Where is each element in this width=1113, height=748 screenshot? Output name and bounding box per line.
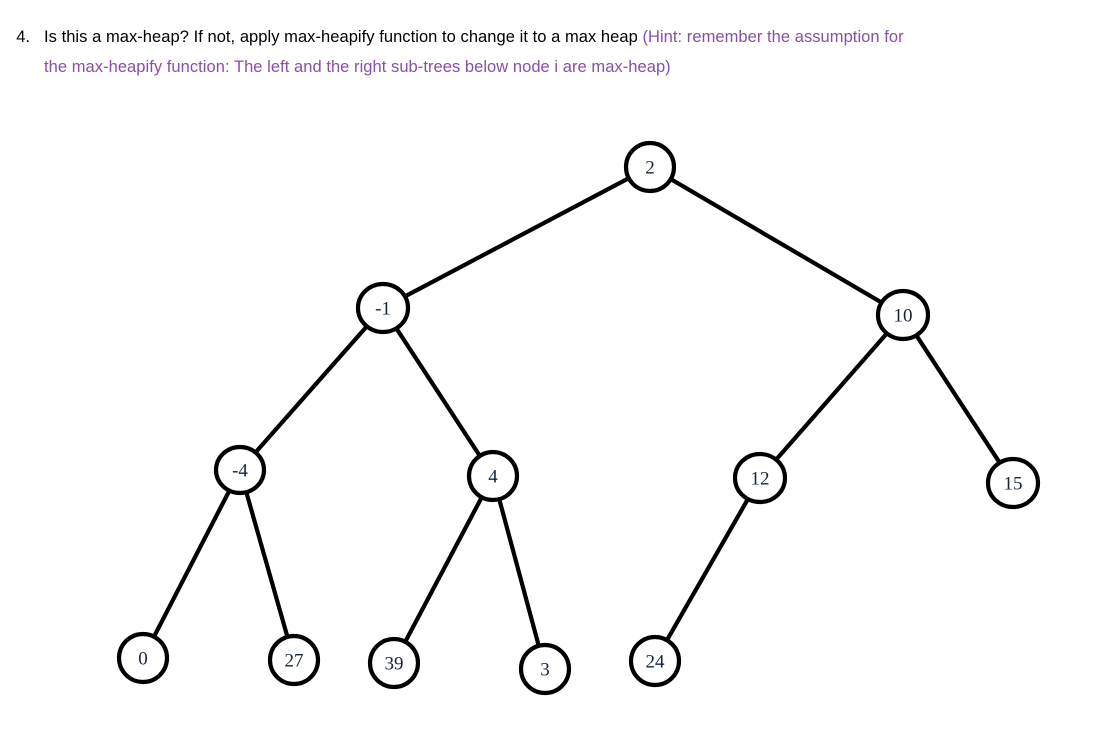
tree-node-circle (267, 633, 321, 687)
tree-edge (772, 329, 891, 464)
tree-node-label: 3 (540, 660, 550, 681)
tree-node-label: 0 (138, 649, 148, 670)
tree-node-circle (732, 451, 788, 505)
tree-node-label: 12 (751, 469, 770, 490)
tree-node-label: -1 (375, 299, 391, 320)
tree-edge (663, 495, 751, 645)
tree-node: 0 (116, 631, 170, 685)
tree-node-circle (518, 642, 572, 696)
tree-node: 3 (518, 642, 572, 696)
tree-node: -4 (213, 444, 267, 496)
tree-node: 24 (628, 634, 682, 688)
tree-edge (400, 175, 633, 300)
tree-node-circle (628, 634, 682, 688)
question-block: 4. Is this a max-heap? If not, apply max… (0, 0, 1113, 82)
tree-node-circle (355, 281, 411, 335)
question-row: 4. Is this a max-heap? If not, apply max… (0, 22, 1113, 82)
binary-tree-figure: 2 -1 10 -4 4 12 15 0 27 39 3 24 (0, 118, 1113, 748)
tree-edge (150, 487, 233, 641)
tree-node-circle (985, 456, 1041, 510)
tree-node: 10 (875, 288, 931, 342)
tree-edge (913, 331, 1003, 467)
tree-node-label: 24 (646, 652, 666, 673)
tree-node-circle (623, 140, 677, 194)
tree-node-label: 4 (488, 467, 498, 488)
tree-edge (252, 322, 371, 456)
tree-node: 2 (623, 140, 677, 194)
binary-tree-svg: 2 -1 10 -4 4 12 15 0 27 39 3 24 (116, 140, 1041, 696)
edge-layer (150, 175, 1003, 650)
tree-node: 4 (466, 449, 520, 503)
tree-edge (243, 488, 291, 641)
tree-edge (496, 495, 542, 650)
tree-node-label: 10 (894, 306, 913, 327)
question-number: 4. (16, 28, 30, 46)
tree-node: -1 (355, 281, 411, 335)
tree-edge (393, 324, 484, 460)
tree-node: 12 (732, 451, 788, 505)
tree-edge (666, 176, 886, 306)
question-segment-prompt: Is this a max-heap? If not, apply max-he… (44, 28, 643, 46)
question-text: Is this a max-heap? If not, apply max-he… (44, 22, 924, 82)
tree-node-circle (466, 449, 520, 503)
tree-node-label: 15 (1004, 474, 1023, 495)
tree-node: 27 (267, 633, 321, 687)
tree-node-label: 2 (645, 158, 655, 179)
tree-node-label: -4 (232, 461, 248, 482)
tree-node-label: 39 (385, 654, 404, 675)
tree-node-circle (367, 636, 421, 690)
tree-node-circle (116, 631, 170, 685)
tree-edge (402, 493, 485, 646)
question-segment-hint: (Hint: remember the assumption for the m… (44, 28, 904, 76)
node-layer: 2 -1 10 -4 4 12 15 0 27 39 3 24 (116, 140, 1041, 696)
tree-node-circle (875, 288, 931, 342)
tree-node-label: 27 (285, 651, 304, 672)
tree-node-circle (213, 444, 267, 496)
tree-node: 39 (367, 636, 421, 690)
tree-node: 15 (985, 456, 1041, 510)
